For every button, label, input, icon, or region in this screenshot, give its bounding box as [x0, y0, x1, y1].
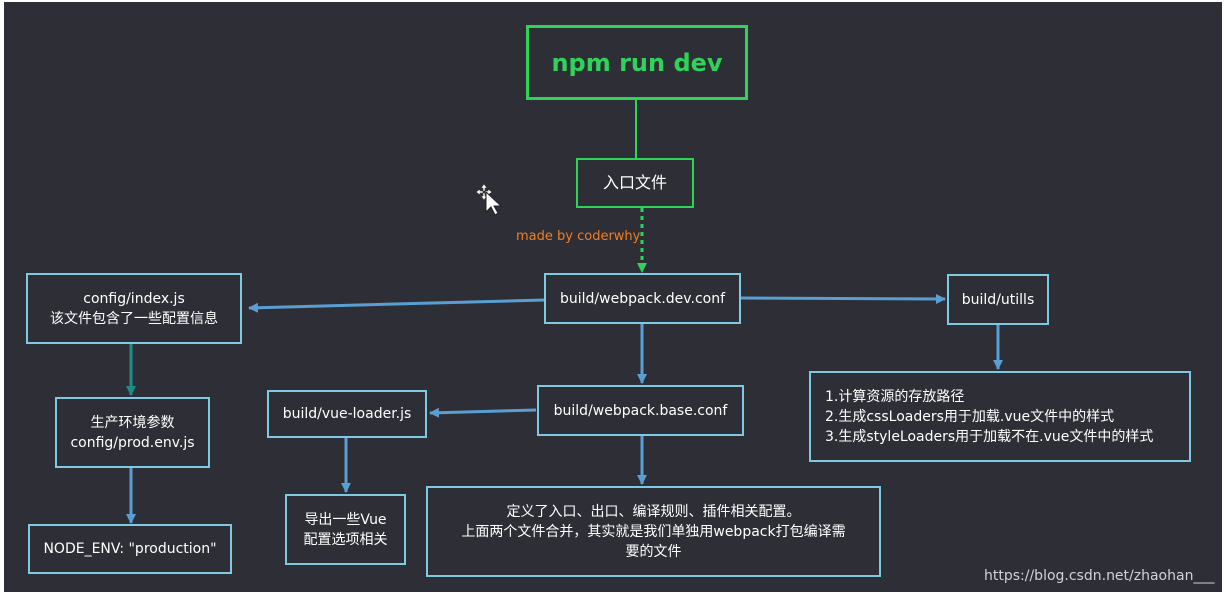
base-desc-line-2: 上面两个文件合并，其实就是我们单独用webpack打包编译需 [461, 523, 846, 540]
vue-loader-label: build/vue-loader.js [282, 406, 412, 422]
node-env-node: NODE_ENV: "production" [28, 524, 232, 574]
webpack-dev-conf-label: build/webpack.dev.conf [559, 290, 726, 307]
npm-run-dev-node: npm run dev [526, 25, 748, 100]
prod-env-node: 生产环境参数 config/prod.env.js [55, 397, 210, 468]
npm-run-dev-label: npm run dev [551, 48, 723, 77]
base-desc-line-1: 定义了入口、出口、编译规则、插件相关配置。 [506, 503, 801, 520]
base-desc-line-3: 要的文件 [625, 543, 682, 560]
entry-file-node: 入口文件 [576, 158, 694, 208]
config-index-line-2: 该文件包含了一些配置信息 [50, 310, 218, 327]
connectors [126, 100, 1003, 524]
entry-file-label: 入口文件 [602, 173, 667, 192]
diagram-canvas: npm run dev 入口文件 made by coderwhy build/… [4, 2, 1222, 592]
prod-env-line-1: 生产环境参数 [90, 414, 175, 431]
utils-desc-line-2: 2.生成cssLoaders用于加载.vue文件中的样式 [825, 408, 1115, 425]
webpack-base-conf-node: build/webpack.base.conf [537, 385, 744, 436]
vue-loader-node: build/vue-loader.js [267, 390, 427, 438]
vue-export-line-1: 导出一些Vue [304, 511, 387, 528]
move-cursor-icon [474, 182, 504, 222]
utils-desc-node: 1.计算资源的存放路径 2.生成cssLoaders用于加载.vue文件中的样式… [809, 371, 1191, 462]
webpack-base-conf-label: build/webpack.base.conf [553, 402, 728, 419]
config-index-line-1: config/index.js [83, 290, 185, 307]
edge-devconf-utils [740, 293, 946, 304]
build-utils-label: build/utills [961, 291, 1035, 308]
vue-export-node: 导出一些Vue 配置选项相关 [285, 494, 406, 565]
edge-base-vueloader [429, 407, 537, 418]
vue-export-line-2: 配置选项相关 [303, 531, 388, 548]
config-index-node: config/index.js 该文件包含了一些配置信息 [26, 273, 242, 344]
edge-devconf-config [248, 298, 545, 313]
utils-desc-line-3: 3.生成styleLoaders用于加载不在.vue文件中的样式 [825, 428, 1154, 445]
base-desc-node: 定义了入口、出口、编译规则、插件相关配置。 上面两个文件合并，其实就是我们单独用… [426, 486, 881, 577]
node-env-label: NODE_ENV: "production" [43, 541, 217, 557]
source-url: https://blog.csdn.net/zhaohan___ [984, 568, 1215, 584]
webpack-dev-conf-node: build/webpack.dev.conf [544, 273, 741, 324]
watermark: made by coderwhy [516, 229, 641, 244]
utils-desc-line-1: 1.计算资源的存放路径 [825, 388, 965, 405]
prod-env-line-2: config/prod.env.js [70, 434, 195, 451]
build-utils-node: build/utills [947, 274, 1049, 325]
